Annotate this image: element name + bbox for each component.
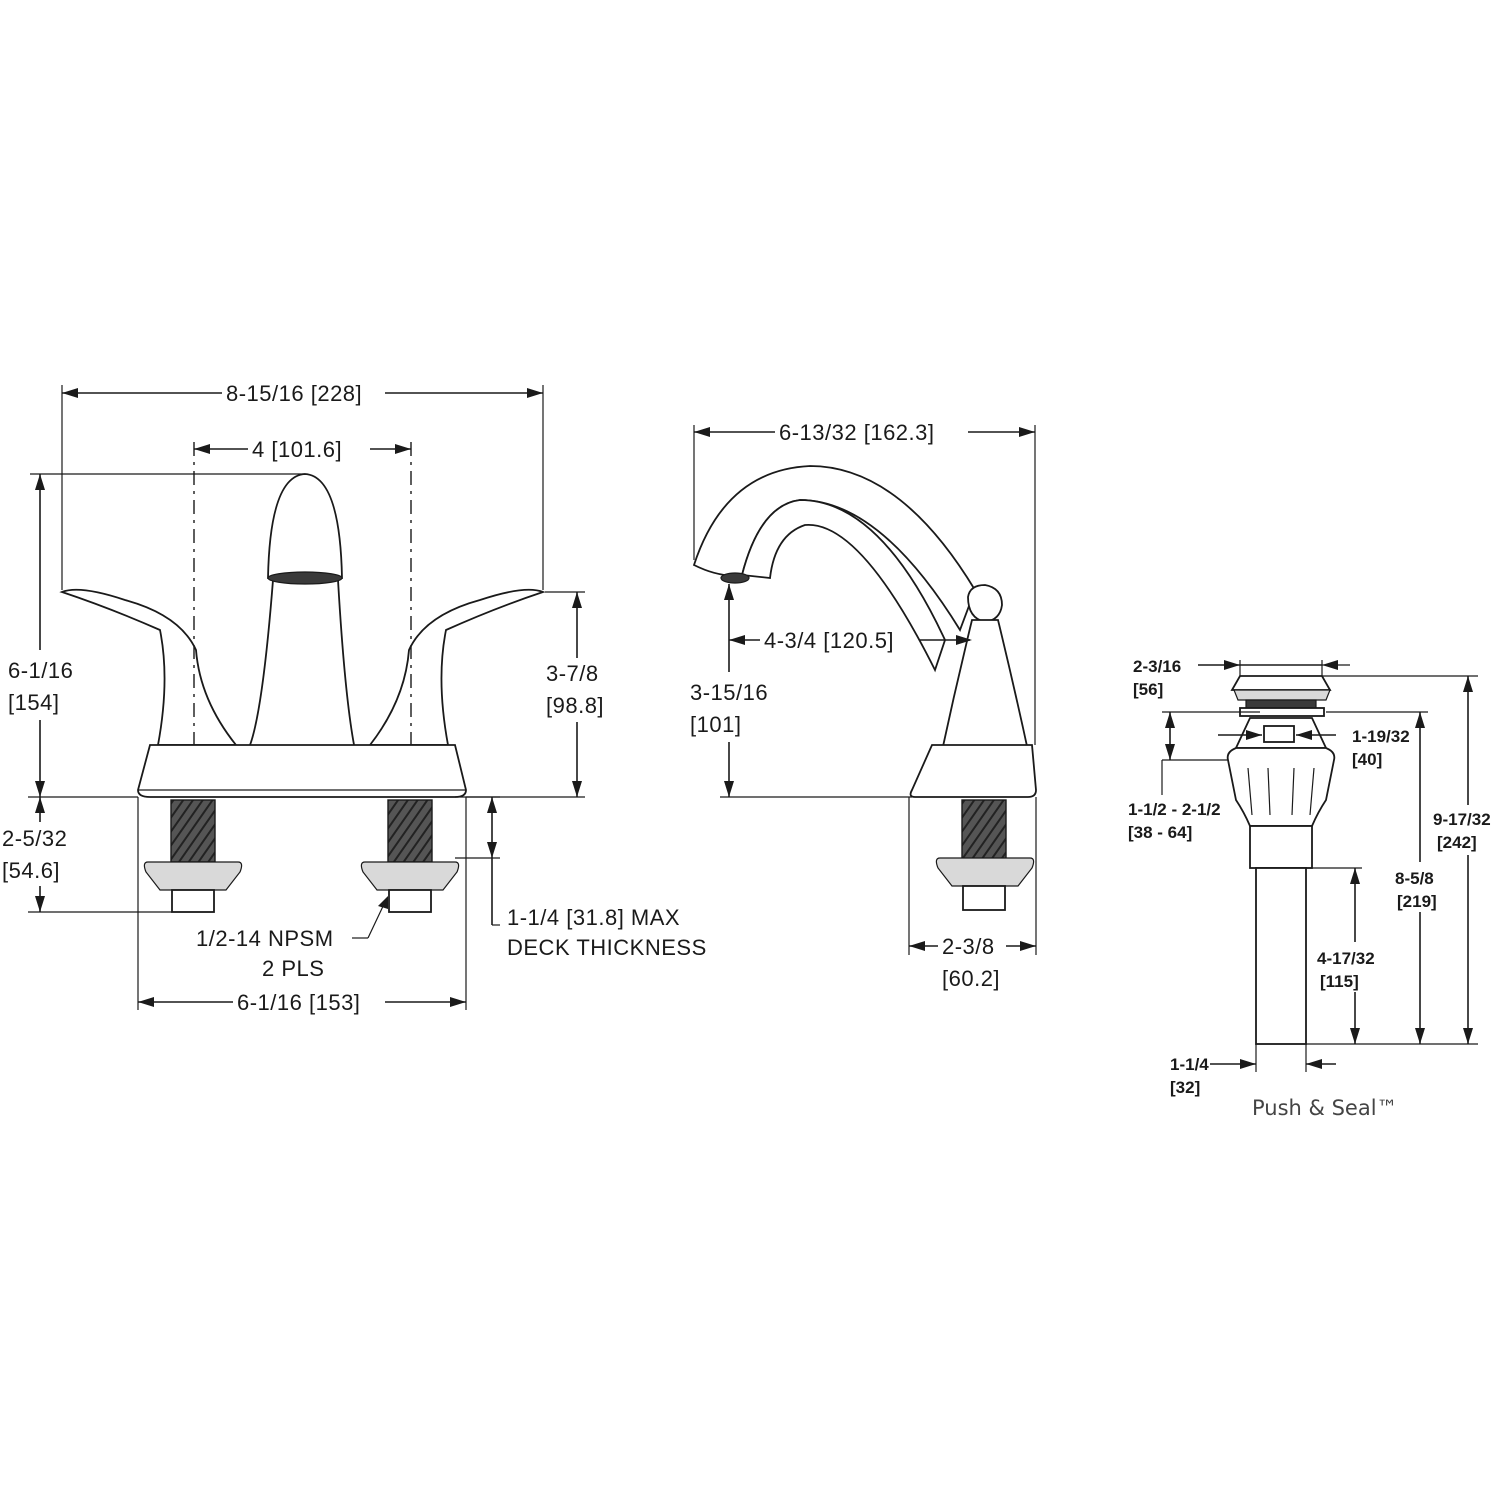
right-handle	[368, 588, 546, 746]
shank-length-label: 2-5/32	[2, 826, 67, 851]
reach-label: 6-13/32 [162.3]	[779, 420, 935, 445]
cap-diameter-label: 2-3/16	[1133, 657, 1181, 676]
tail-diameter-mm-label: [32]	[1170, 1078, 1200, 1097]
base-depth-label: 2-3/8	[942, 934, 995, 959]
total-length-label: 9-17/32	[1433, 810, 1491, 829]
left-shank	[143, 799, 243, 913]
shank-length-mm-label: [54.6]	[2, 858, 60, 883]
center-spacing-label: 4 [101.6]	[252, 437, 342, 462]
cap-diameter-mm-label: [56]	[1133, 680, 1163, 699]
overall-height-label: 6-1/16	[8, 658, 73, 683]
overall-height-mm-label: [154]	[8, 690, 59, 715]
product-name-label: Push & Seal™	[1252, 1096, 1398, 1120]
faucet-base	[137, 744, 467, 798]
thread-note-line2: 2 PLS	[262, 956, 324, 981]
drain-cap	[1230, 675, 1332, 717]
body-length-label: 8-5/8	[1395, 869, 1434, 888]
right-shank	[360, 799, 460, 913]
sink-range-mm-label: [38 - 64]	[1128, 823, 1192, 842]
side-shank	[935, 799, 1035, 911]
base-depth-mm-label: [60.2]	[942, 966, 1000, 991]
handle-height-label: 3-7/8	[546, 661, 599, 686]
tail-diameter-label: 1-1/4	[1170, 1055, 1209, 1074]
side-base	[909, 744, 1037, 798]
overflow-mm-label: [40]	[1352, 750, 1382, 769]
overflow-label: 1-19/32	[1352, 727, 1410, 746]
base-width-label: 6-1/16 [153]	[237, 990, 360, 1015]
deck-note-line1: 1-1/4 [31.8] MAX	[507, 905, 680, 930]
drain-view: 2-3/16 [56] 1-19/32 [40] 1-1/2 - 2-1/2 […	[1128, 657, 1491, 1120]
tail-length-label: 4-17/32	[1317, 949, 1375, 968]
deck-note-line2: DECK THICKNESS	[507, 935, 707, 960]
thread-note-line1: 1/2-14 NPSM	[196, 926, 334, 951]
handle-height-mm-label: [98.8]	[546, 693, 604, 718]
tail-length-mm-label: [115]	[1320, 972, 1359, 991]
faucet-spout	[246, 473, 357, 751]
side-spout	[692, 465, 976, 673]
drain-body	[1226, 717, 1336, 869]
tail-pipe	[1255, 867, 1307, 1045]
clearance-mm-label: [101]	[690, 712, 741, 737]
body-length-mm-label: [219]	[1397, 892, 1437, 911]
sink-range-label: 1-1/2 - 2-1/2	[1128, 800, 1221, 819]
overall-width-label: 8-15/16 [228]	[226, 381, 362, 406]
left-handle	[59, 588, 238, 746]
total-length-mm-label: [242]	[1437, 833, 1477, 852]
spout-height-label: 4-3/4 [120.5]	[764, 628, 894, 653]
front-view: 8-15/16 [228] 4 [101.6] 6-1/16 [154] 3-7…	[2, 381, 707, 1015]
clearance-label: 3-15/16	[690, 680, 768, 705]
side-view: 6-13/32 [162.3] 4-3/4 [120.5] 3-15/16 [1…	[690, 420, 1037, 991]
